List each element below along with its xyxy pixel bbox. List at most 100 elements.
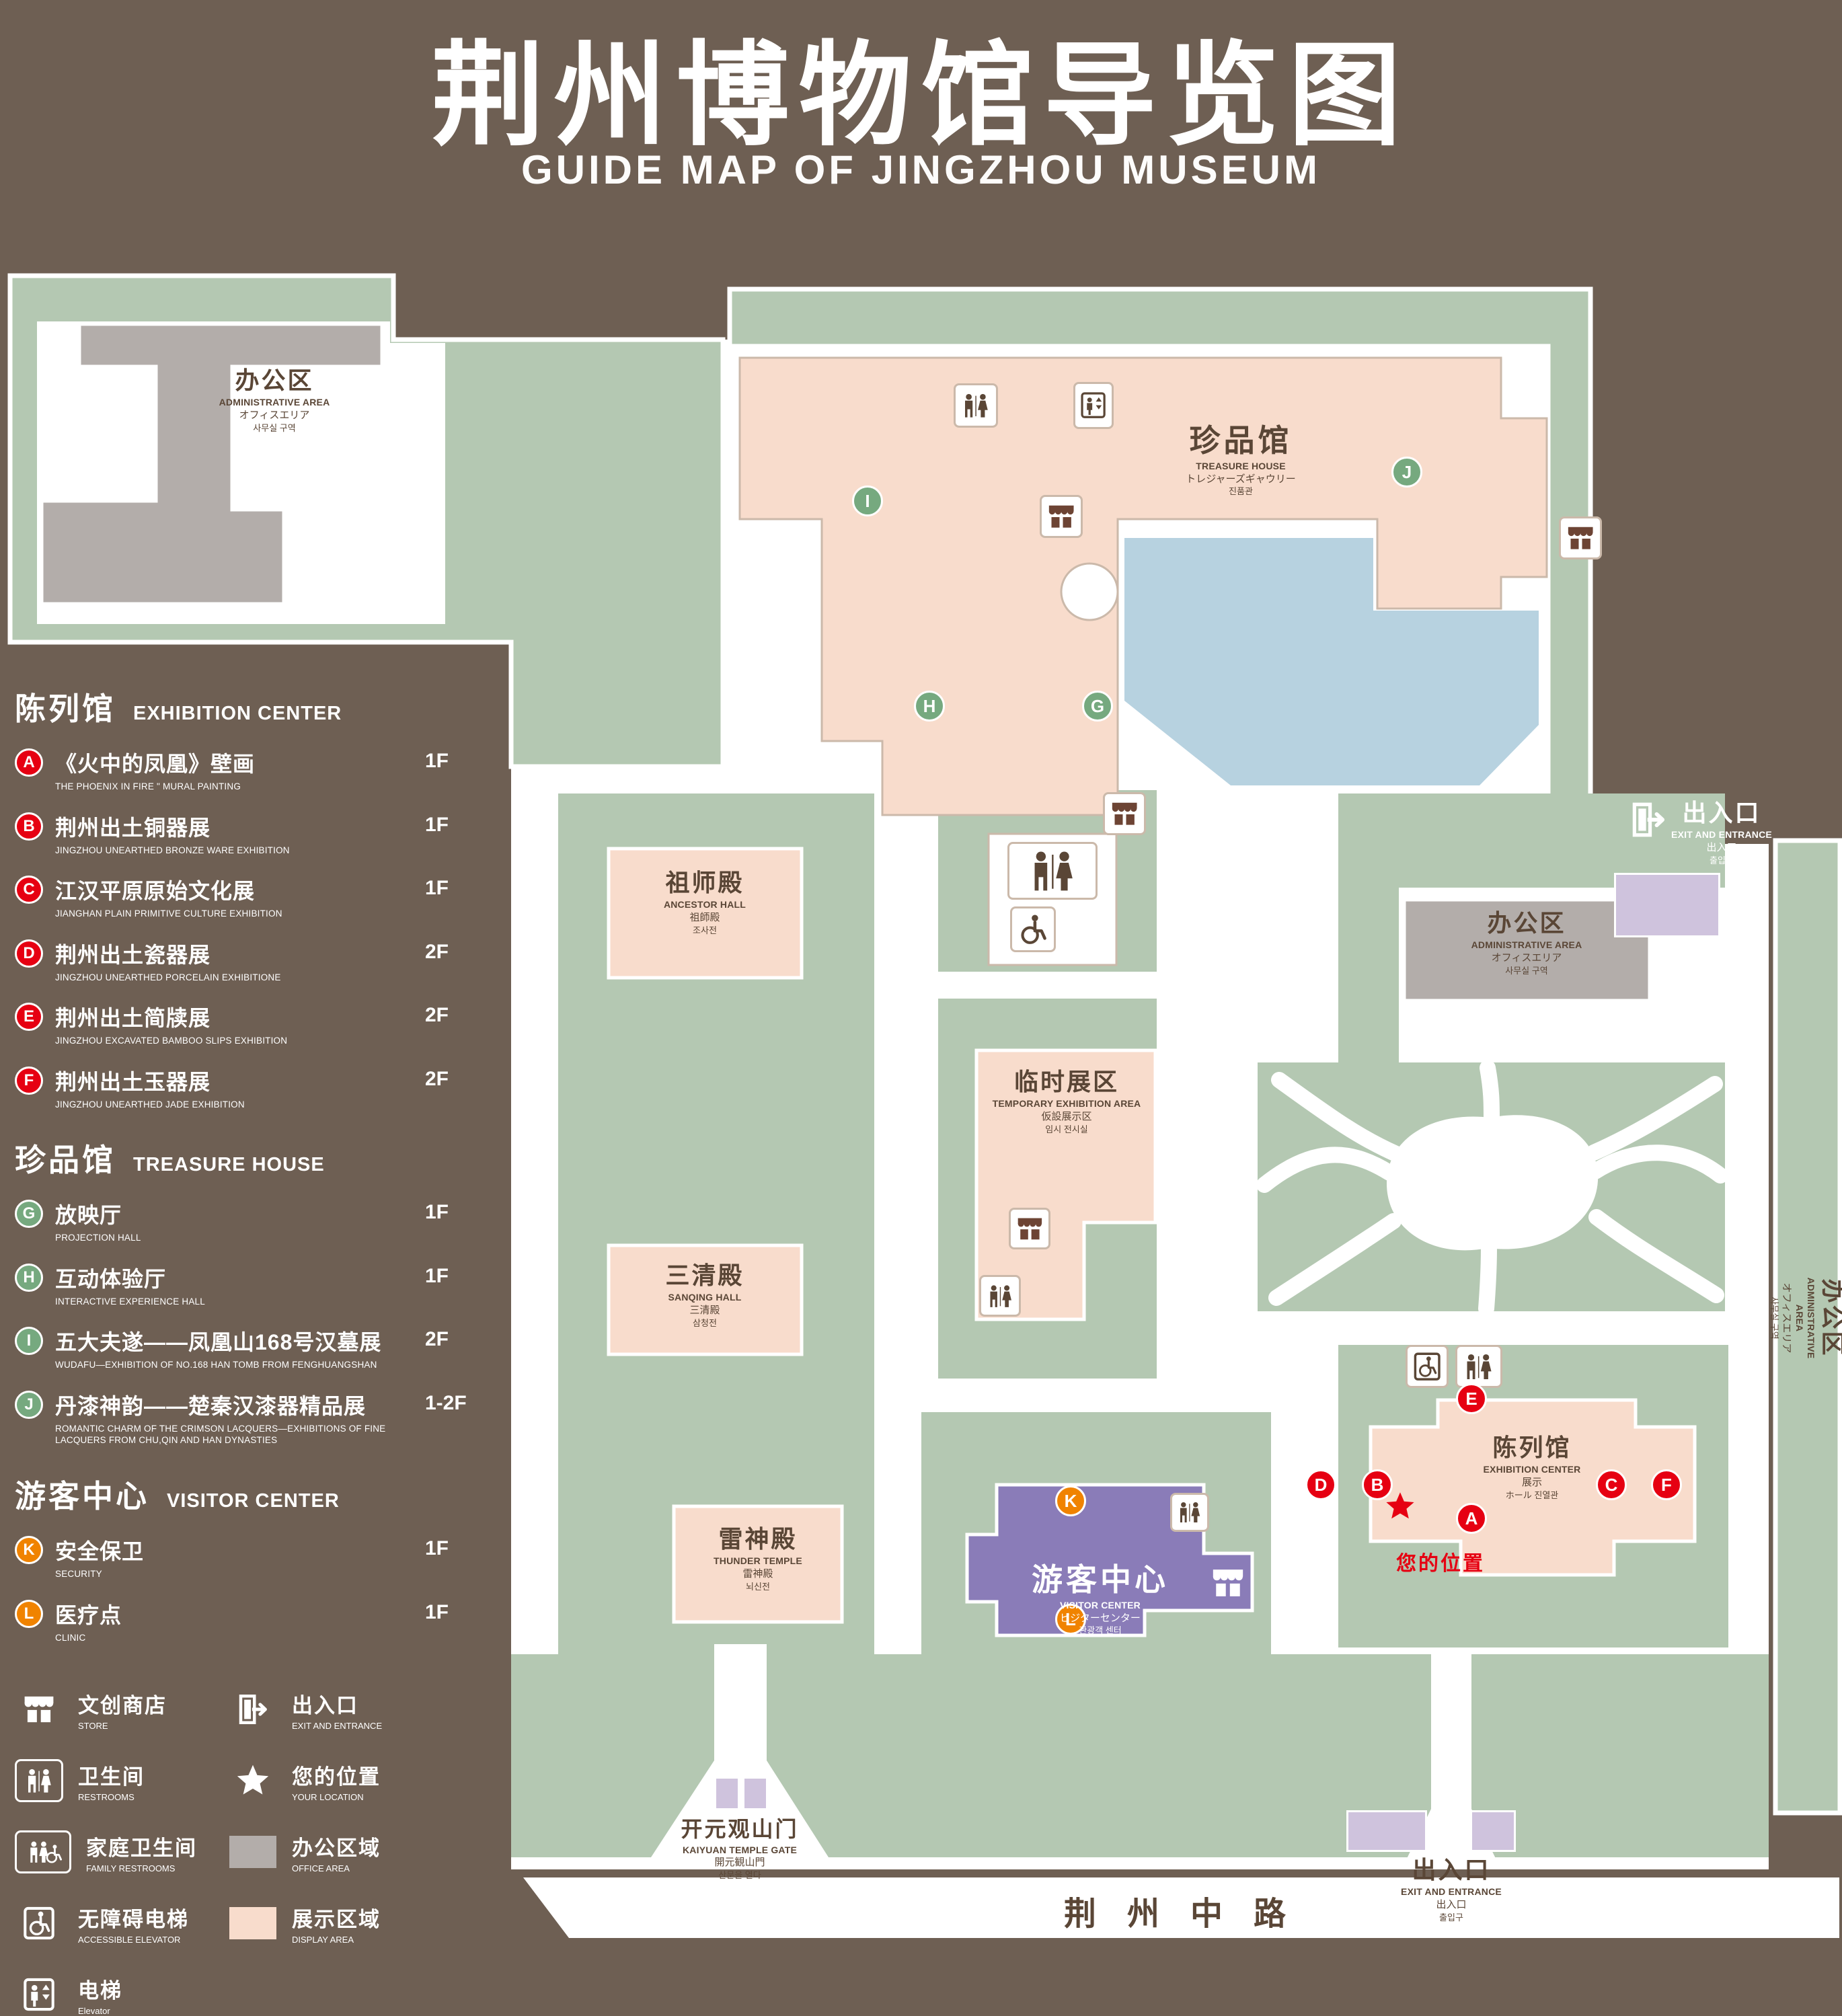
map-marker-j: J (1391, 457, 1422, 488)
symbol-en: ACCESSIBLE ELEVATOR (78, 1934, 181, 1945)
item-en: JINGZHOU UNEARTHED PORCELAIN EXHIBITIONE (55, 972, 281, 982)
marker-i: I (15, 1327, 43, 1356)
marker-l: L (15, 1599, 43, 1628)
section-title-zh: 游客中心 (15, 1479, 149, 1514)
item-floor: 2F (425, 1328, 449, 1351)
symbol-zh: 电梯 (78, 1978, 122, 2003)
marker-k: K (15, 1536, 43, 1565)
symbol-accessible-elevator: 无障碍电梯 ACCESSIBLE ELEVATOR (15, 1902, 229, 1945)
marker-d: D (15, 939, 43, 968)
map-marker-c: C (1596, 1469, 1627, 1500)
label-temporary-exhibition: 临时展区 TEMPORARY EXHIBITION AREA 仮設展示区 임시 … (992, 1068, 1141, 1134)
symbol-zh: 文创商店 (78, 1693, 167, 1717)
store-icon (1103, 792, 1146, 835)
marker-a: A (15, 748, 43, 777)
map-marker-b: B (1362, 1469, 1393, 1500)
item-en: SECURITY (55, 1569, 102, 1580)
family-restrooms-icon (15, 1830, 71, 1874)
item-zh: 荆州出土简牍展 (55, 1006, 211, 1031)
symbol-en: RESTROOMS (78, 1791, 135, 1802)
item-zh: 丹漆神韵——楚秦汉漆器精品展 (55, 1393, 367, 1418)
item-en: THE PHOENIX IN FIRE " MURAL PAINTING (55, 781, 241, 791)
marker-f: F (15, 1066, 43, 1095)
store-icon (1009, 1208, 1050, 1249)
marker-j: J (15, 1390, 43, 1419)
symbol-zh: 展示区域 (292, 1907, 381, 1931)
symbol-zh: 无障碍电梯 (78, 1907, 189, 1931)
east-exit-building (1614, 873, 1720, 937)
section-visitor-center: 游客中心 VISITOR CENTER (15, 1472, 487, 1516)
label-kaiyuan-gate: 开元观山门 KAIYUAN TEMPLE GATE 開元観山門 산문을 열다 (681, 1817, 799, 1880)
elevator-icon (1073, 382, 1114, 429)
label-your-location: 您的位置 (1396, 1553, 1485, 1575)
exit-icon (229, 1688, 277, 1731)
label-admin-far-right: 办公区 ADMINISTRATIVE AREA オフィスエリア 사무실 구역 (1769, 1277, 1842, 1359)
legend-item-i: I 五大夫遂——凤凰山168号汉墓展 WUDAFU—EXHIBITION OF N… (15, 1325, 487, 1371)
map-marker-a: A (1456, 1503, 1487, 1534)
store-icon (1209, 1564, 1247, 1602)
store-icon (1559, 516, 1602, 559)
item-floor: 1F (425, 813, 449, 836)
restrooms-icon (15, 1759, 63, 1803)
section-title-zh: 珍品馆 (15, 1142, 116, 1178)
symbol-zh: 出入口 (292, 1693, 358, 1717)
item-en: JIANGHAN PLAIN PRIMITIVE CULTURE EXHIBIT… (55, 908, 282, 919)
label-sanqing-hall: 三清殿 SANQING HALL 三清殿 삼청전 (665, 1262, 744, 1328)
map-marker-d: D (1305, 1469, 1336, 1500)
gate-booth-left (714, 1777, 740, 1810)
symbol-en: Elevator (78, 2005, 110, 2016)
legend-item-k: K 安全保卫 SECURITY 1F (15, 1535, 487, 1580)
symbol-zh: 您的位置 (292, 1765, 381, 1789)
label-admin-right: 办公区 ADMINISTRATIVE AREA オフィスエリア 사무실 구역 (1471, 909, 1582, 976)
accessible-elevator-icon (15, 1902, 63, 1945)
label-ancestor-hall: 祖师殿 ANCESTOR HALL 祖師殿 조사전 (663, 869, 746, 935)
item-en: WUDAFU—EXHIBITION OF NO.168 HAN TOMB FRO… (55, 1360, 377, 1370)
symbol-zh: 卫生间 (78, 1765, 145, 1789)
map-marker-h: H (914, 691, 945, 722)
symbol-your-location: 您的位置 YOUR LOCATION (229, 1759, 487, 1802)
store-icon (1040, 495, 1083, 538)
page-subtitle: GUIDE MAP OF JINGZHOU MUSEUM (521, 147, 1321, 192)
building-admin-top-left (40, 322, 384, 606)
symbol-en: YOUR LOCATION (292, 1791, 364, 1802)
item-floor: 1-2F (425, 1391, 467, 1414)
marker-h: H (15, 1263, 43, 1292)
map-marker-f: F (1651, 1469, 1682, 1500)
label-visitor-center: 游客中心 VISITOR CENTER ビジターセンター 관광객 센터 (1032, 1562, 1169, 1636)
lawn-far-right-admin (1773, 838, 1842, 1816)
marker-b: B (15, 812, 43, 841)
building-ancestor-hall (607, 847, 804, 980)
gate-booth-right (742, 1777, 768, 1810)
label-admin-top-left: 办公区 ADMINISTRATIVE AREA オフィスエリア 사무실 구역 (219, 366, 330, 433)
item-zh: 安全保卫 (55, 1539, 145, 1564)
store-icon (15, 1688, 63, 1731)
label-exit-south: 出入口 EXIT AND ENTRANCE 出入口 출입구 (1401, 1856, 1502, 1923)
item-en: JINGZHOU EXCAVATED BAMBOO SLIPS EXHIBITI… (55, 1036, 288, 1046)
map-marker-k: K (1055, 1485, 1086, 1516)
exit-icon (1627, 799, 1669, 841)
label-treasure-house: 珍品馆 TREASURE HOUSE トレジャーズギャウリー 진품관 (1186, 423, 1296, 497)
item-en: JINGZHOU UNEARTHED BRONZE WARE EXHIBITIO… (55, 845, 290, 855)
restrooms-icon (954, 383, 998, 428)
building-exhibition-center (1369, 1398, 1697, 1577)
item-zh: 荆州出土玉器展 (55, 1069, 211, 1094)
item-zh: 互动体验厅 (55, 1266, 167, 1291)
symbol-en: OFFICE AREA (292, 1863, 350, 1873)
label-exhibition-center: 陈列馆 EXHIBITION CENTER 展示 ホール 진열관 (1483, 1434, 1581, 1500)
item-floor: 1F (425, 1201, 449, 1224)
item-zh: 《火中的凤凰》壁画 (55, 752, 256, 776)
item-zh: 五大夫遂——凤凰山168号汉墓展 (55, 1330, 382, 1355)
item-zh: 放映厅 (55, 1203, 122, 1228)
marker-g: G (15, 1200, 43, 1229)
symbol-zh: 家庭卫生间 (86, 1836, 197, 1860)
item-floor: 1F (425, 1537, 449, 1560)
